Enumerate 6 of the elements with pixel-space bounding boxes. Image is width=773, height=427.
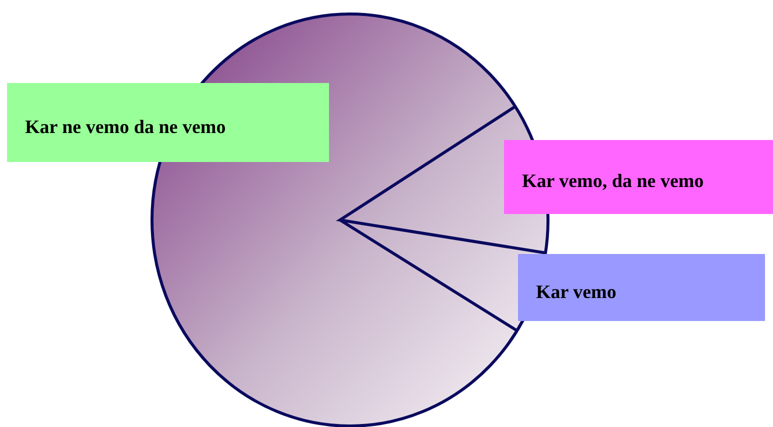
label-box [7,83,329,162]
slice-label: Kar vemo [536,282,616,304]
label-box [504,140,773,214]
label-box [518,254,765,321]
slice-label: Kar ne vemo da ne vemo [25,116,226,138]
slice-label: Kar vemo, da ne vemo [522,171,704,193]
